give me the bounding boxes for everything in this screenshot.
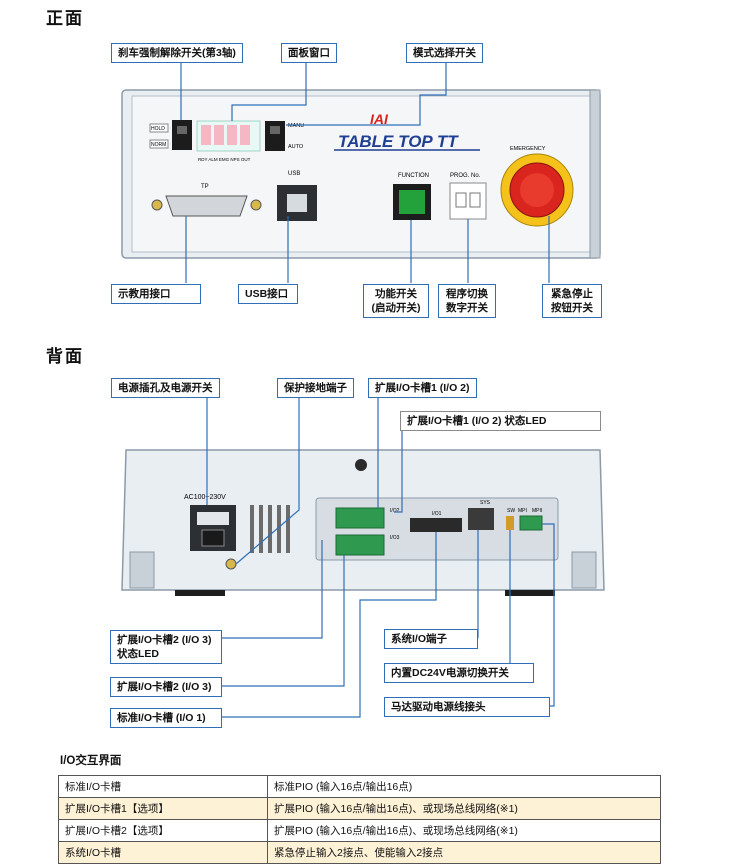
motor-connector <box>519 515 543 531</box>
manu-label: MANU <box>288 123 304 129</box>
prog-label: PROG. No. <box>450 173 481 179</box>
callout-brake-release: 刹车强制解除开关(第3轴) <box>111 43 243 63</box>
table-row: 标准I/O卡槽 标准PIO (输入16点/输出16点) <box>58 775 661 798</box>
function-label: FUNCTION <box>398 173 429 179</box>
tp-label: TP <box>201 184 209 190</box>
table-row: 扩展I/O卡槽1【选项】 扩展PIO (输入16点/输出16点)、或现场总线网络… <box>58 797 661 820</box>
callout-ground-terminal: 保护接地端子 <box>277 378 354 398</box>
callout-dc24v-switch: 内置DC24V电源切换开关 <box>384 663 534 683</box>
mpi-label: MPI <box>518 508 527 514</box>
auto-label: AUTO <box>288 144 304 150</box>
front-panel-device: HOLD NORM RDY ALM EMG NPS OUT MANU AUTO … <box>121 89 601 259</box>
table-cell-slot: 标准I/O卡槽 <box>58 775 268 798</box>
hold-label: HOLD <box>151 126 165 132</box>
norm-label: NORM <box>151 142 166 148</box>
ground-terminal <box>225 558 237 570</box>
mpii-label: MPII <box>532 508 542 514</box>
voltage-label: AC100~230V <box>184 494 226 501</box>
callout-panel-window: 面板窗口 <box>281 43 337 63</box>
program-switch-line2: 数字开关 <box>446 302 488 314</box>
table-cell-slot: 扩展I/O卡槽1【选项】 <box>58 797 268 820</box>
io-interface-table: 标准I/O卡槽 标准PIO (输入16点/输出16点) 扩展I/O卡槽1【选项】… <box>58 775 661 864</box>
io1-connector <box>410 518 462 532</box>
sw-label: SW <box>507 508 515 514</box>
callout-ext-slot2-led: 扩展I/O卡槽2 (I/O 3) 状态LED <box>110 630 222 664</box>
callout-ext-slot1-led: 扩展I/O卡槽1 (I/O 2) 状态LED <box>400 411 601 431</box>
back-panel-device: AC100~230V I/O2 I/O3 I/O1 SYS SW MPI MPI… <box>121 449 605 596</box>
emergency-line1: 紧急停止 <box>551 288 593 300</box>
model-logo: TABLE TOP TT <box>338 132 459 151</box>
callout-std-slot: 标准I/O卡槽 (I/O 1) <box>110 708 222 728</box>
function-switch-line2: (启动开关) <box>371 302 421 314</box>
sys-label: SYS <box>480 500 491 506</box>
usb-label: USB <box>288 171 300 177</box>
callout-system-io: 系统I/O端子 <box>384 629 478 649</box>
table-cell-slot: 系统I/O卡槽 <box>58 841 268 864</box>
program-switch-line1: 程序切换 <box>446 288 488 300</box>
table-cell-desc: 扩展PIO (输入16点/输出16点)、或现场总线网络(※1) <box>267 797 661 820</box>
callout-ext-slot1: 扩展I/O卡槽1 (I/O 2) <box>368 378 477 398</box>
io3-terminal <box>335 534 385 556</box>
callout-usb-port: USB接口 <box>238 284 298 304</box>
callout-program-switch: 程序切换 数字开关 <box>438 284 496 318</box>
table-row: 扩展I/O卡槽2【选项】 扩展PIO (输入16点/输出16点)、或现场总线网络… <box>58 819 661 842</box>
callout-tp-port: 示教用接口 <box>111 284 201 304</box>
mode-switch <box>265 121 285 151</box>
emergency-label: EMERGENCY <box>510 146 546 152</box>
brand-logo: IAI <box>370 111 389 127</box>
io-table-title: I/O交互界面 <box>60 755 122 767</box>
system-io-terminal <box>468 508 494 530</box>
ext-slot2-led-line2: 状态LED <box>117 648 159 660</box>
function-switch-line1: 功能开关 <box>375 288 417 300</box>
callout-power-inlet: 电源插孔及电源开关 <box>111 378 220 398</box>
callout-function-switch: 功能开关 (启动开关) <box>363 284 429 318</box>
io2-label: I/O2 <box>390 508 400 514</box>
brake-release-switch <box>172 120 192 150</box>
front-section-title: 正面 <box>46 9 84 28</box>
callout-emergency: 紧急停止 按钮开关 <box>542 284 602 318</box>
table-cell-desc: 扩展PIO (输入16点/输出16点)、或现场总线网络(※1) <box>267 819 661 842</box>
io2-terminal <box>335 507 385 529</box>
table-cell-slot: 扩展I/O卡槽2【选项】 <box>58 819 268 842</box>
led-labels: RDY ALM EMG NPS OUT <box>198 157 251 162</box>
callout-ext-slot2: 扩展I/O卡槽2 (I/O 3) <box>110 677 222 697</box>
program-dial <box>449 182 487 220</box>
table-cell-desc: 紧急停止输入2接点、使能输入2接点 <box>267 841 661 864</box>
io1-label: I/O1 <box>432 511 442 517</box>
emergency-line2: 按钮开关 <box>551 302 593 314</box>
io3-label: I/O3 <box>390 535 400 541</box>
dc24v-switch <box>506 516 514 530</box>
table-cell-desc: 标准PIO (输入16点/输出16点) <box>267 775 661 798</box>
ext-slot2-led-line1: 扩展I/O卡槽2 (I/O 3) <box>117 634 212 646</box>
table-row: 系统I/O卡槽 紧急停止输入2接点、使能输入2接点 <box>58 841 661 864</box>
callout-motor-connector: 马达驱动电源线接头 <box>384 697 550 717</box>
callout-mode-switch: 模式选择开关 <box>406 43 483 63</box>
back-section-title: 背面 <box>46 347 84 366</box>
